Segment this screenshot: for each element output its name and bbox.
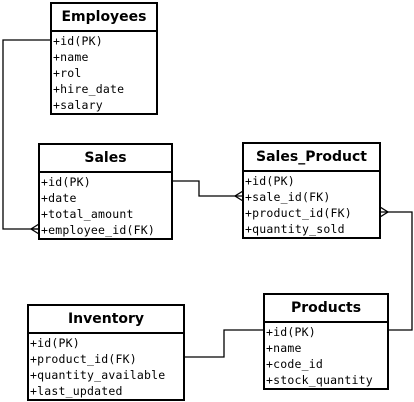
entity-fields: +id(PK) +name +rol +hire_date +salary (52, 32, 156, 113)
entity-sales[interactable]: Sales +id(PK) +date +total_amount +emplo… (38, 143, 173, 240)
field: +stock_quantity (266, 373, 373, 387)
field: +product_id(FK) (30, 352, 137, 366)
entity-title: Employees (52, 4, 156, 32)
field: +id(PK) (245, 174, 295, 188)
entity-fields: +id(PK) +date +total_amount +employee_id… (40, 173, 171, 238)
entity-title: Products (265, 295, 387, 323)
connector-employees-sales (2, 39, 50, 230)
entity-title: Sales (40, 145, 171, 173)
field: +id(PK) (53, 34, 103, 48)
field: +id(PK) (41, 175, 91, 189)
field: +hire_date (53, 82, 125, 96)
field: +date (41, 191, 77, 205)
field: +name (266, 341, 302, 355)
crowfoot-salesproduct-product (379, 206, 390, 218)
entity-fields: +id(PK) +sale_id(FK) +product_id(FK) +qu… (244, 172, 379, 237)
entity-inventory[interactable]: Inventory +id(PK) +product_id(FK) +quant… (27, 304, 185, 401)
field: +id(PK) (266, 325, 316, 339)
entity-title: Inventory (29, 306, 183, 334)
entity-products[interactable]: Products +id(PK) +name +code_id +stock_q… (263, 293, 389, 390)
field: +name (53, 50, 89, 64)
field: +quantity_sold (245, 222, 345, 236)
entity-title: Sales_Product (244, 144, 379, 172)
field: +id(PK) (30, 336, 80, 350)
connector-sales-salesproduct (172, 180, 243, 197)
crowfoot-salesproduct-sale (233, 190, 244, 202)
field: +sale_id(FK) (245, 190, 331, 204)
entity-fields: +id(PK) +name +code_id +stock_quantity (265, 323, 387, 388)
field: +code_id (266, 357, 323, 371)
field: +salary (53, 98, 103, 112)
entity-sales-product[interactable]: Sales_Product +id(PK) +sale_id(FK) +prod… (242, 142, 381, 239)
field: +total_amount (41, 207, 134, 221)
field: +product_id(FK) (245, 206, 352, 220)
field: +quantity_available (30, 368, 166, 382)
connector-inventory-products (184, 329, 264, 358)
field: +last_updated (30, 384, 123, 398)
connector-products-salesproduct (380, 211, 413, 331)
field: +employee_id(FK) (41, 223, 155, 237)
entity-employees[interactable]: Employees +id(PK) +name +rol +hire_date … (50, 2, 158, 115)
crowfoot-sales-employee (29, 223, 40, 235)
entity-fields: +id(PK) +product_id(FK) +quantity_availa… (29, 334, 183, 399)
field: +rol (53, 66, 82, 80)
